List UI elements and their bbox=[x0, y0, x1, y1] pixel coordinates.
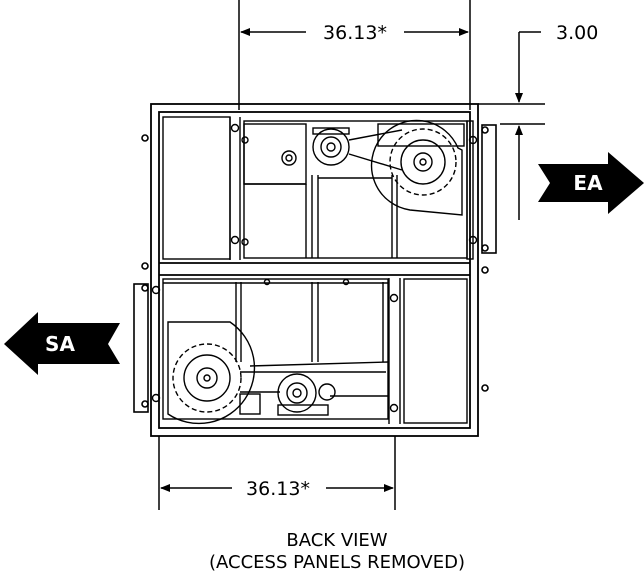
exhaust-arrow-shape bbox=[538, 152, 644, 214]
lower-fasteners bbox=[151, 278, 399, 413]
bottom-width-label: 36.13* bbox=[246, 478, 310, 500]
lower-right-panel bbox=[403, 278, 468, 424]
lower-chamber bbox=[162, 278, 389, 420]
supply-arrow-label: SA bbox=[45, 332, 75, 356]
right-access-flange bbox=[481, 124, 497, 392]
caption-line2: (ACCESS PANELS REMOVED) bbox=[209, 552, 465, 573]
upper-chamber bbox=[243, 120, 468, 259]
offset-label: 3.00 bbox=[556, 22, 598, 44]
left-access-flange bbox=[133, 134, 149, 413]
upper-motor bbox=[312, 128, 350, 166]
exhaust-arrow-label: EA bbox=[573, 171, 603, 195]
bottom-width-dimension bbox=[158, 436, 396, 510]
control-box bbox=[243, 123, 307, 185]
lower-motor bbox=[277, 373, 317, 413]
upper-fasteners bbox=[230, 123, 478, 246]
supply-arrow-shape bbox=[4, 312, 120, 375]
exhaust-blower-wheel bbox=[389, 128, 457, 196]
supply-blower-wheel bbox=[172, 343, 242, 413]
supply-blower-housing bbox=[167, 321, 256, 425]
exhaust-air-arrow: EA bbox=[538, 152, 644, 214]
cabinet-outer bbox=[150, 103, 479, 437]
control-knob bbox=[281, 150, 297, 166]
top-width-label: 36.13* bbox=[323, 22, 387, 44]
upper-left-panel bbox=[162, 116, 231, 260]
cabinet-inner bbox=[158, 111, 471, 429]
top-width-dimension bbox=[238, 0, 471, 110]
unit-cabinet bbox=[150, 103, 479, 437]
supply-air-arrow: SA bbox=[4, 312, 120, 375]
caption-line1: BACK VIEW bbox=[286, 530, 387, 551]
lower-compartment bbox=[162, 278, 468, 425]
offset-dimension bbox=[478, 31, 545, 220]
upper-compartment bbox=[162, 116, 474, 260]
